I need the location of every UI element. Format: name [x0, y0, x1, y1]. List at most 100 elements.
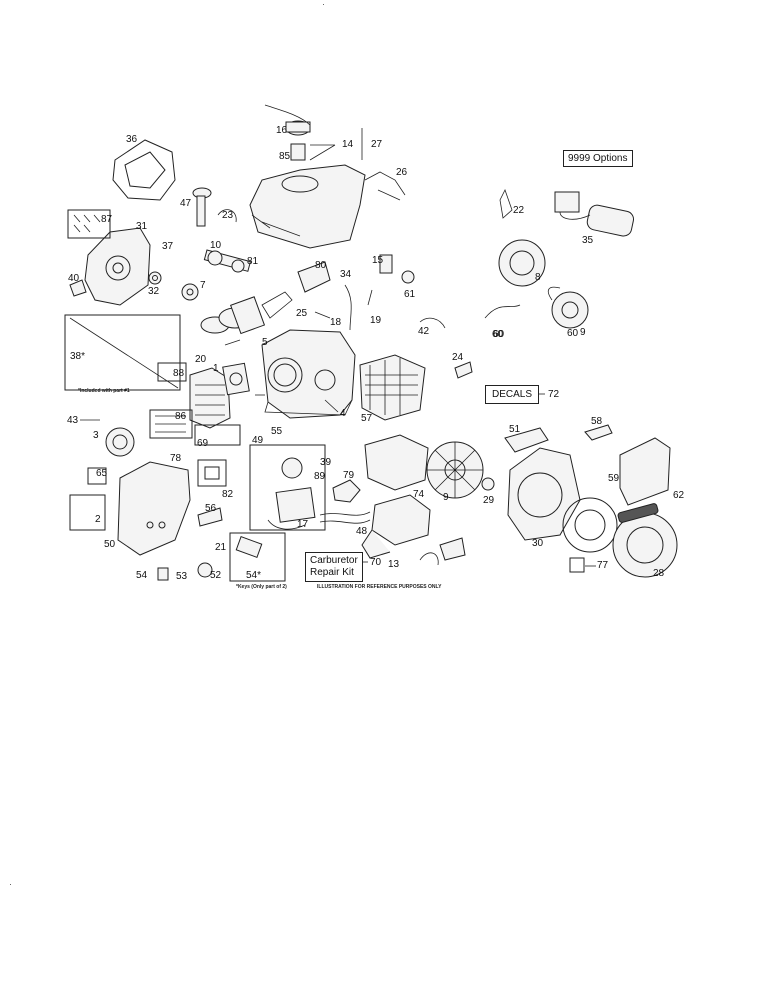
callout: 19 — [370, 315, 382, 326]
kit-65 — [87, 467, 107, 485]
heat-shield-51 — [504, 427, 549, 453]
callout: 59 — [608, 473, 620, 484]
carb-kit-part-number: 70 — [370, 557, 382, 568]
callout: 52 — [210, 570, 222, 581]
ignition-stator — [547, 286, 589, 329]
callout: 47 — [180, 198, 192, 209]
callout: 29 — [483, 495, 495, 506]
callout: 25 — [296, 308, 308, 319]
callout: 86 — [175, 411, 187, 422]
footnote-illustration: ILLUSTRATION FOR REFERENCE PURPOSES ONLY — [317, 584, 442, 590]
callout: 48 — [356, 526, 368, 537]
head-gasket — [222, 362, 250, 396]
carb-kit-line2: Repair Kit — [310, 567, 354, 578]
scan-dot — [323, 4, 324, 5]
cylinder-block — [261, 329, 356, 419]
dipstick — [192, 187, 212, 227]
callout: 40 — [68, 273, 80, 284]
spacer-ring — [562, 497, 618, 553]
callout: 15 — [372, 255, 384, 266]
kit-2 — [69, 494, 106, 531]
bolt-kit-87 — [67, 209, 111, 239]
callout: 2 — [95, 514, 101, 525]
clip-58 — [584, 424, 613, 441]
callout: 20 — [195, 354, 207, 365]
callout: 7 — [200, 280, 206, 291]
spark-plug-wire — [419, 552, 439, 566]
blower-panel — [619, 437, 671, 506]
callout: 22 — [513, 205, 525, 216]
callout: 23 — [222, 210, 234, 221]
callout: 4 — [340, 408, 346, 419]
deflector-79 — [332, 479, 361, 503]
fuel-valve — [379, 254, 415, 284]
callout: 62 — [673, 490, 685, 501]
callout: 21 — [215, 542, 227, 553]
piston-assembly — [200, 291, 293, 335]
electric-starter — [554, 191, 635, 237]
callout: 58 — [591, 416, 603, 427]
scan-dot — [10, 884, 11, 885]
callout: 60 — [493, 329, 505, 340]
callout: 13 — [388, 559, 400, 570]
callout: 85 — [279, 151, 291, 162]
bolt-kit-69 — [194, 424, 241, 446]
callout: 50 — [104, 539, 116, 550]
callout: 61 — [404, 289, 416, 300]
bracket-22 — [499, 188, 513, 219]
flywheel-nut — [481, 477, 495, 491]
crankcase-cover — [84, 227, 151, 306]
callout: 69 — [197, 438, 209, 449]
recoil-starter — [612, 503, 678, 578]
callout: 5 — [262, 337, 268, 348]
cylinder-head — [189, 367, 231, 429]
footnote-included: *Included with part #1 — [78, 388, 130, 394]
callout: 36 — [126, 134, 138, 145]
oil-seal — [148, 271, 162, 285]
fuel-strainer — [290, 143, 306, 161]
key-switch — [235, 536, 263, 558]
callout: 9 — [580, 327, 586, 338]
options-label: 9999 Options — [563, 150, 633, 167]
callout: 79 — [343, 470, 355, 481]
callout: 16 — [276, 125, 288, 136]
engine-shroud — [117, 461, 191, 556]
callout: 74 — [413, 489, 425, 500]
callout: 77 — [597, 560, 609, 571]
callout: 24 — [452, 352, 464, 363]
callout-numbers: 1 2 3 4 5 7 8 9 10 13 14 15 16 17 18 19 … — [67, 125, 685, 582]
callout: 35 — [582, 235, 594, 246]
cover-80 — [297, 261, 331, 293]
bracket-24 — [454, 361, 473, 379]
callout: 1 — [213, 363, 219, 374]
callout: 54* — [246, 570, 261, 581]
bolt-kit-86 — [149, 409, 193, 439]
choke-knob — [157, 567, 169, 581]
spark-plug-boot — [439, 537, 466, 561]
camshaft — [203, 249, 252, 273]
choke-lever — [364, 171, 406, 201]
callout: 37 — [162, 241, 174, 252]
fuel-tank — [249, 164, 366, 249]
callout: 82 — [222, 489, 234, 500]
callout: 55 — [271, 426, 283, 437]
decals-part-number: 72 — [548, 389, 560, 400]
callout: 17 — [297, 519, 309, 530]
decals-label: DECALS — [485, 385, 540, 404]
callout: 51 — [509, 424, 521, 435]
air-cleaner — [361, 494, 431, 559]
callout: 60 — [567, 328, 579, 339]
callout: 87 — [101, 214, 113, 225]
gasket-set-82 — [197, 459, 227, 487]
callout: 80 — [315, 260, 327, 271]
fuel-line — [344, 284, 373, 331]
callout: 10 — [210, 240, 222, 251]
callout: 18 — [330, 317, 342, 328]
ignition-wire — [484, 304, 521, 319]
primer-bulb — [197, 562, 213, 578]
callout: 54 — [136, 570, 148, 581]
callout: 34 — [340, 269, 352, 280]
gasket-3 — [105, 427, 135, 457]
